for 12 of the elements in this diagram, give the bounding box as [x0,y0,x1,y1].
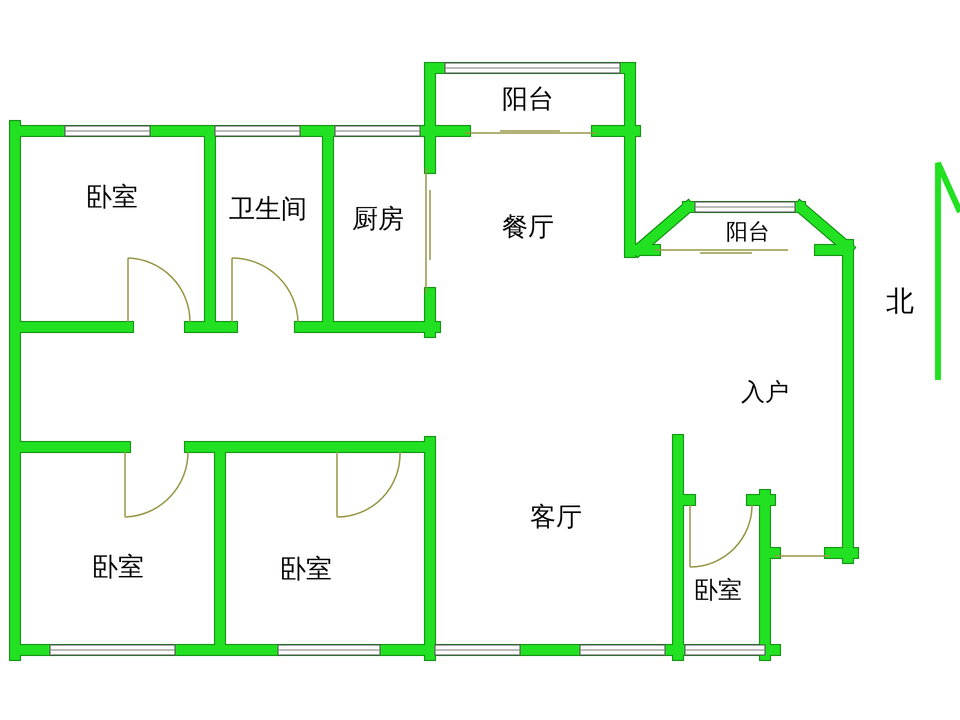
room-label: 餐厅 [502,214,554,242]
room-label: 阳台 [726,220,770,246]
room-label: 卧室 [694,576,742,604]
room-label: 卧室 [86,184,138,212]
compass-label: 北 [886,286,914,318]
room-label: 卧室 [92,554,144,582]
room-label: 入户 [741,378,789,406]
room-label: 阳台 [502,86,554,114]
room-label: 客厅 [530,504,582,532]
room-label: 卧室 [280,556,332,584]
room-label: 卫生间 [229,196,307,224]
room-label: 厨房 [352,206,404,234]
